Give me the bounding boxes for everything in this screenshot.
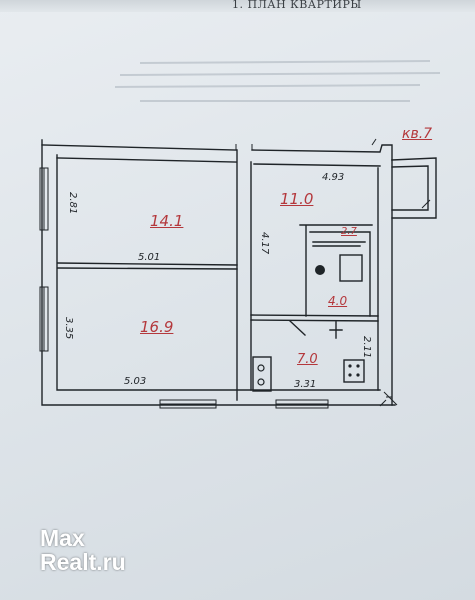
header-strip [0, 0, 475, 12]
faded-print-lines [114, 60, 441, 102]
dim-left-bottom-height: 3.35 [63, 317, 74, 340]
site-watermark: Max Realt.ru [40, 526, 126, 574]
watermark-line-2: Realt.ru [40, 549, 126, 575]
dim-right-room-height: 4.17 [259, 232, 270, 255]
area-corridor: 4.0 [328, 294, 348, 308]
area-kitchen: 7.0 [297, 352, 318, 367]
watermark-line-1: Max [40, 525, 85, 551]
outer-wall-left-bottom [41, 139, 396, 406]
area-bathroom: 2.7 [341, 226, 357, 237]
dim-top-right-width: 4.93 [322, 172, 345, 183]
dim-bottom-width: 5.03 [124, 376, 147, 387]
area-room-top-right: 11.0 [280, 190, 314, 208]
area-room-top-left: 14.1 [150, 212, 184, 230]
apartment-number: кв.7 [402, 126, 433, 142]
dim-kitchen-height: 2.11 [361, 336, 372, 359]
dim-left-top-height: 2.81 [67, 192, 78, 215]
area-room-bottom-left: 16.9 [140, 318, 174, 336]
dim-middle-width: 5.01 [138, 252, 161, 263]
plan-heading: 1. ПЛАН КВАРТИРЫ [232, 0, 362, 11]
dim-kitchen-width: 3.31 [294, 379, 317, 390]
